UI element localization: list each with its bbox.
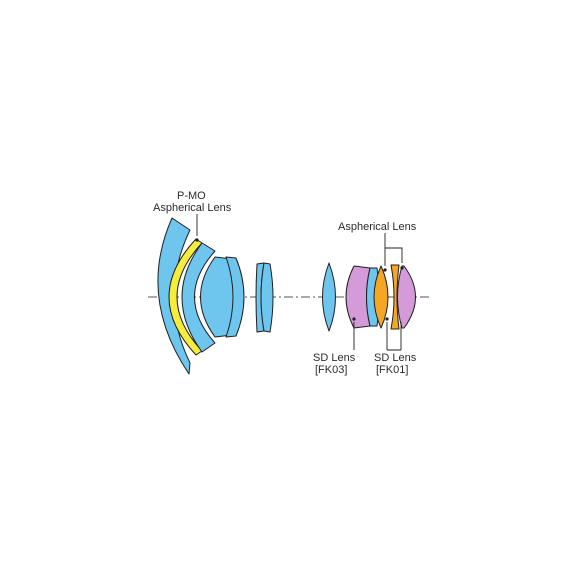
- lens-element-13-sd-fk01: [397, 265, 416, 329]
- lens-element-11-aspherical: [373, 265, 389, 329]
- marker-dot-sd-fk01: [385, 317, 389, 321]
- leader-sd-fk01: [386, 322, 402, 351]
- marker-dot-pmo: [195, 238, 199, 242]
- marker-dot-sd-fk03: [352, 317, 356, 321]
- lens-element-5: [225, 256, 245, 338]
- marker-dot-aspherical-1: [383, 268, 387, 272]
- lens-element-12-aspherical: [390, 264, 400, 330]
- label-pmo-line2: Aspherical Lens: [153, 202, 232, 214]
- label-sd1-line1: SD Lens: [313, 352, 356, 364]
- marker-dot-aspherical-2: [400, 266, 404, 270]
- lens-element-8: [322, 262, 336, 332]
- lens-element-2-pmo-aspherical: [168, 238, 203, 356]
- label-pmo-line1: P-MO: [177, 190, 206, 202]
- label-sd2-line1: SD Lens: [374, 352, 417, 364]
- lens-element-7: [260, 262, 274, 333]
- label-sd1-line2: [FK03]: [315, 364, 348, 376]
- lens-element-3: [181, 242, 216, 353]
- label-sd2-line2: [FK01]: [376, 364, 409, 376]
- leader-aspherical: [384, 233, 403, 266]
- label-aspherical: Aspherical Lens: [338, 221, 417, 233]
